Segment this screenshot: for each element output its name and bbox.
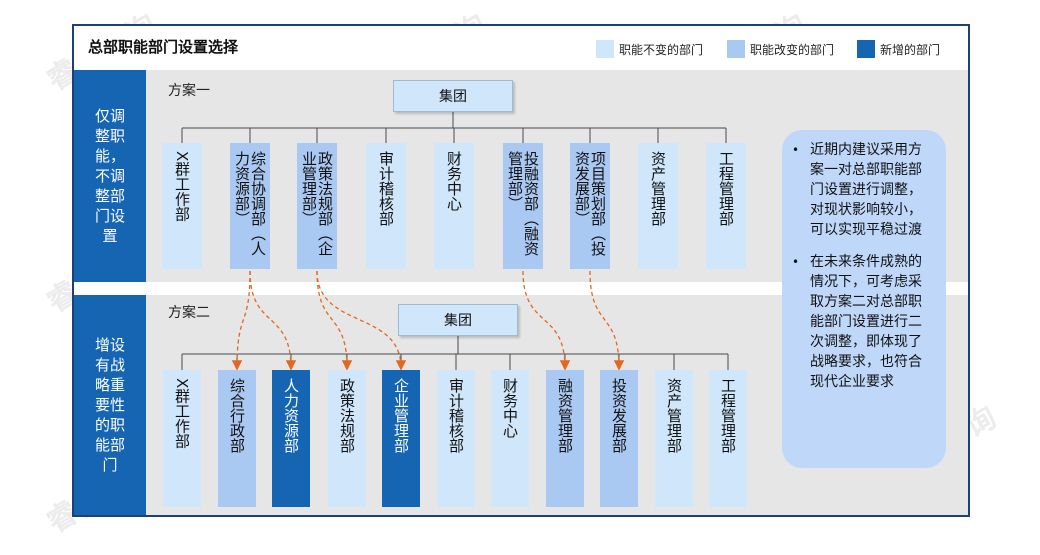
scheme1-dept-label: 资产管理部 [649,151,667,226]
scheme1-dept-box: X群工作部 [162,143,202,269]
scheme1-dept-box: 综合协调部（人力资源部） [230,143,270,269]
legend-swatch [727,40,745,58]
scheme1-dept-box: 财务中心 [434,143,474,269]
legend-label: 职能改变的部门 [750,42,835,57]
scheme1-dept-label: 财务中心 [445,151,463,211]
scheme1-dept-label: 综合协调部（人力资源部） [233,151,267,256]
scheme1-root-node: 集团 [393,80,513,112]
scheme2-dept-label: 工程管理部 [719,378,737,453]
scheme2-dept-label: 投资发展部 [610,378,628,453]
legend-item-new: 新增的部门 [857,40,940,58]
scheme2-dept-box: 审计稽核部 [437,370,475,507]
scheme2-dept-box: X群工作部 [163,370,201,507]
scheme1-dept-box: 政策法规部（企业管理部） [297,143,337,269]
legend-label: 新增的部门 [880,42,941,57]
note-item: • 近期内建议采用方案一对总部职能部门设置进行调整，对现状影响较小，可以实现平稳… [792,140,934,240]
scheme2-dept-label: 财务中心 [501,378,519,438]
legend-swatch [857,40,875,58]
scheme1-dept-label: 政策法规部（企业管理部） [300,151,334,256]
scheme1-dept-box: 项目策划部（投资发展部） [570,143,610,269]
scheme2-dept-label: 融资管理部 [556,378,574,453]
scheme2-dept-box: 企业管理部 [382,370,420,507]
scheme2-dept-box: 人力资源部 [272,370,310,507]
scheme2-dept-box: 资产管理部 [655,370,693,507]
bullet-icon: • [792,143,800,157]
scheme1-dept-box: 资产管理部 [638,143,678,269]
legend-label: 职能不变的部门 [619,42,704,57]
scheme2-dept-box: 政策法规部 [328,370,366,507]
scheme2-dept-box: 工程管理部 [709,370,747,507]
scheme1-dept-box: 投融资部（融资管理部） [503,143,543,269]
mapping-arrow [522,270,571,371]
scheme1-dept-label: 项目策划部（投资发展部） [573,151,607,256]
note-item: • 在未来条件成熟的情况下，可考虑采取方案二对总部职能部门设置进行二次调整，即体… [792,252,934,392]
note-text: 在未来条件成熟的情况下，可考虑采取方案二对总部职能部门设置进行二次调整，即体现了… [810,254,922,390]
scheme2-dept-label: 人力资源部 [282,378,300,453]
mapping-arrow [249,270,297,371]
scheme2-dept-box: 融资管理部 [546,370,584,507]
legend-item-changed: 职能改变的部门 [727,40,834,58]
scheme1-label: 方案一 [168,83,210,99]
scheme1-dept-label: X群工作部 [173,151,191,222]
legend-swatch [596,40,614,58]
scheme1-dept-label: 投融资部（融资管理部） [506,151,540,256]
note-text: 近期内建议采用方案一对总部职能部门设置进行调整，对现状影响较小，可以实现平稳过渡 [810,142,922,238]
scheme2-dept-label: 政策法规部 [338,378,356,453]
page-title: 总部职能部门设置选择 [88,38,239,56]
scheme2-dept-label: X群工作部 [173,378,191,449]
scheme1-sidebar-text: 仅调整职能，不调整部门设置 [94,107,125,245]
mapping-arrow [231,270,251,371]
scheme1-sidebar: 仅调整职能，不调整部门设置 [74,70,146,282]
scheme2-dept-label: 资产管理部 [665,378,683,453]
legend-item-unchanged: 职能不变的部门 [596,40,703,58]
scheme2-dept-box: 财务中心 [491,370,529,507]
bullet-icon: • [792,255,800,269]
scheme2-dept-box: 投资发展部 [600,370,638,507]
recommendation-note: • 近期内建议采用方案一对总部职能部门设置进行调整，对现状影响较小，可以实现平稳… [782,130,946,468]
scheme2-dept-box: 综合行政部 [218,370,256,507]
scheme2-sidebar: 增设有战略重要性的职能部门 [74,295,146,515]
mapping-arrow [589,270,625,371]
mapping-arrow [316,270,353,371]
scheme2-sidebar-text: 增设有战略重要性的职能部门 [94,336,125,474]
mapping-arrow [316,270,407,371]
scheme2-dept-label: 审计稽核部 [447,378,465,453]
scheme2-label: 方案二 [168,305,210,321]
scheme2-dept-label: 企业管理部 [392,378,410,453]
scheme1-dept-label: 工程管理部 [717,151,735,226]
scheme1-dept-box: 审计稽核部 [366,143,406,269]
scheme2-dept-label: 综合行政部 [228,378,246,453]
scheme1-dept-label: 审计稽核部 [377,151,395,226]
scheme2-root-node: 集团 [398,304,518,336]
scheme1-dept-box: 工程管理部 [706,143,746,269]
